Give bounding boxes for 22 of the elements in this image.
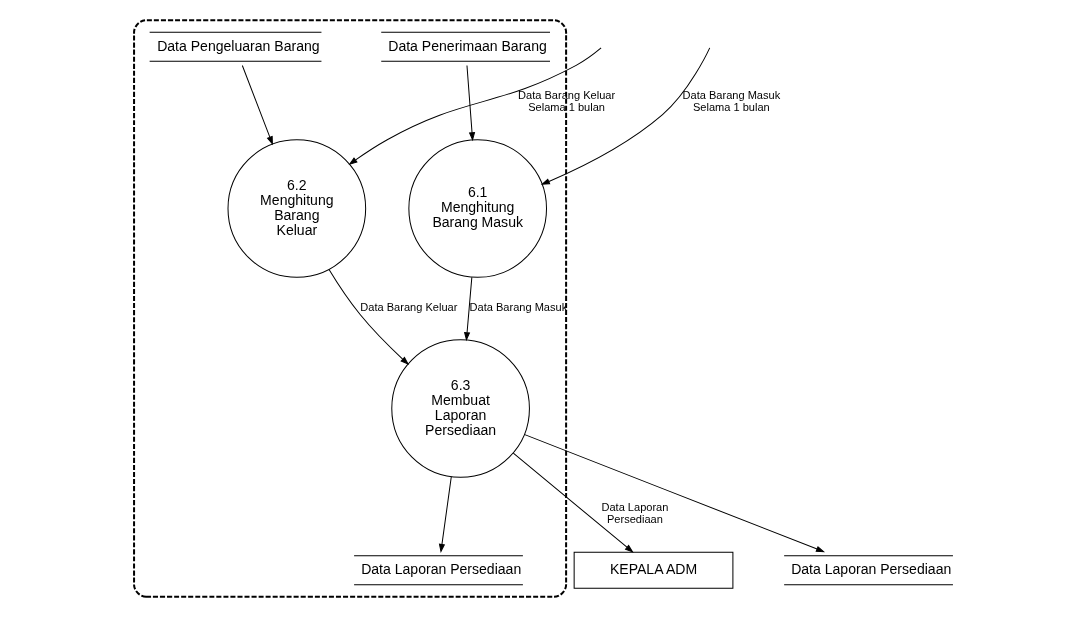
node-text: Data Laporan Persediaan: [790, 561, 951, 578]
node-circle: 6.1 Menghitung Barang Masuk: [407, 139, 547, 278]
edge-label: Data Barang Masuk Selama 1 bulan: [682, 89, 780, 114]
arrow: [348, 47, 602, 165]
arrow: [523, 434, 824, 553]
arrow: [541, 47, 710, 185]
node-circle: 6.3 Membuat Laporan Persediaan: [390, 339, 530, 478]
edge-label: Data Barang Keluar: [359, 301, 457, 314]
edge-label: Data Barang Keluar Selama 1 bulan: [517, 89, 615, 114]
arrow: [328, 269, 409, 365]
arrow: [241, 64, 273, 145]
node-circle: 6.2 Menghitung Barang Keluar: [227, 139, 366, 278]
edge-label: Data Barang Masuk: [469, 301, 567, 314]
arrow: [512, 452, 633, 553]
node-text: Data Pengeluaran Barang: [156, 37, 320, 54]
arrow: [465, 64, 475, 141]
node-box: KEPALA ADM: [573, 551, 733, 589]
node-text: Data Penerimaan Barang: [387, 37, 547, 54]
node-text: Data Laporan Persediaan: [360, 561, 521, 578]
arrow: [438, 476, 452, 552]
arrow: [463, 276, 472, 341]
edge-label: Data Laporan Persediaan: [600, 501, 668, 526]
